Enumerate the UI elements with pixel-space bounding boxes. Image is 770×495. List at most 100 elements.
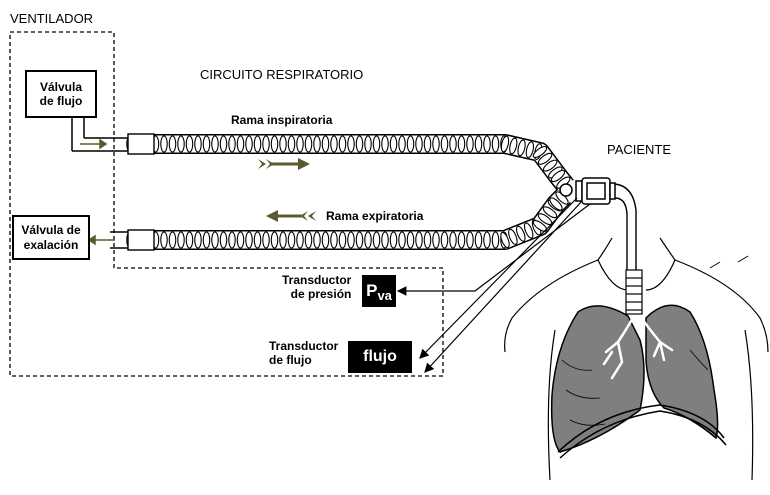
tube-ring: [398, 231, 406, 249]
tube-ring: [372, 231, 381, 249]
tube-ring: [474, 135, 483, 153]
tube-ring: [160, 135, 168, 153]
tube-ring: [372, 135, 381, 153]
tube-ring: [313, 231, 321, 249]
exhalation-valve-line-1: Válvula de: [21, 223, 81, 238]
tube-ring: [483, 231, 491, 249]
tube-ring: [423, 135, 432, 153]
tube-ring: [330, 231, 338, 249]
tube-ring: [440, 231, 449, 249]
pressure-sensor-main: P: [366, 281, 378, 300]
tube-ring: [296, 135, 304, 153]
tube-ring: [168, 135, 177, 153]
tube-ring: [457, 135, 466, 153]
tube-ring: [364, 135, 372, 153]
tube-ring: [542, 206, 558, 219]
tube-ring: [228, 135, 236, 153]
tube-ring: [466, 135, 474, 153]
flow-transducer-label: Transductor de flujo: [269, 339, 339, 368]
tube-ring: [491, 231, 500, 249]
tube-ring: [185, 135, 194, 153]
tube-ring: [330, 135, 338, 153]
tube-ring: [532, 145, 548, 159]
tube-ring: [321, 135, 330, 153]
tube-ring: [491, 135, 500, 153]
flow-valve-box: Válvula de flujo: [25, 70, 97, 118]
tube-ring: [160, 231, 168, 249]
flow-transducer-line-1: Transductor: [269, 339, 339, 353]
tube-ring: [279, 135, 287, 153]
tube-ring: [338, 135, 347, 153]
tube-ring: [313, 135, 321, 153]
right-lung: [550, 305, 645, 453]
tube-ring: [270, 231, 279, 249]
tube-ring: [202, 231, 211, 249]
tube-ring: [296, 231, 304, 249]
tube-ring: [202, 135, 211, 153]
tube-ring: [262, 231, 270, 249]
tube-ring: [509, 137, 518, 155]
tube-ring: [523, 222, 534, 239]
tube-connector: [127, 229, 155, 251]
flow-transducer-line-2: de flujo: [269, 352, 312, 367]
tube-connector: [127, 133, 155, 155]
tube-ring: [466, 231, 474, 249]
ventilator-label: VENTILADOR: [10, 11, 94, 26]
inspiratory-branch-label: Rama inspiratoria: [231, 113, 333, 127]
pressure-transducer-line-2: de presión: [290, 286, 352, 301]
tube-ring: [398, 135, 406, 153]
tube-ring: [532, 220, 548, 232]
tube-ring: [549, 197, 563, 211]
tube-ring: [304, 231, 313, 249]
tube-ring: [423, 231, 432, 249]
inspiratory-flow-arrow: [258, 158, 310, 170]
tube-ring: [245, 231, 253, 249]
small-flow-arrow-right: [80, 138, 108, 150]
tube-ring: [537, 152, 553, 165]
pressure-transducer-label: Transductor de presión: [282, 273, 352, 302]
tube-ring: [449, 231, 457, 249]
tube-ring: [550, 169, 566, 183]
tube-ring: [381, 135, 389, 153]
endotracheal-tube: [614, 183, 637, 270]
tube-ring: [262, 135, 270, 153]
circuit-label: CIRCUITO RESPIRATORIO: [200, 67, 364, 82]
tube-ring: [517, 139, 526, 157]
tube-ring: [483, 135, 491, 153]
tube-ring: [406, 231, 415, 249]
tube-ring: [364, 231, 372, 249]
tube-ring: [355, 135, 364, 153]
exhalation-valve-connector: [110, 231, 130, 249]
tube-ring: [432, 135, 440, 153]
tube-ring: [500, 135, 510, 153]
small-flow-arrow-left: [87, 234, 115, 246]
tube-ring: [321, 231, 330, 249]
tube-ring: [287, 135, 296, 153]
ventilator-boundary: [9, 31, 444, 377]
tube-ring: [245, 135, 253, 153]
tube-ring: [194, 231, 202, 249]
flow-valve-line-1: Válvula: [39, 79, 82, 94]
tube-ring: [525, 141, 535, 159]
flow-sensor: flujo: [348, 341, 412, 373]
tube-ring: [219, 231, 228, 249]
tube-ring: [253, 135, 262, 153]
tube-ring: [457, 231, 466, 249]
tube-ring: [270, 135, 279, 153]
y-piece: [559, 177, 616, 205]
tube-ring: [406, 135, 415, 153]
left-lung: [645, 304, 719, 440]
tube-ring: [389, 231, 398, 249]
expiratory-branch-label: Rama expiratoria: [326, 209, 424, 223]
tube-ring: [236, 135, 245, 153]
patient-torso: [504, 237, 769, 481]
tube-ring: [194, 135, 202, 153]
tube-ring: [415, 135, 423, 153]
tube-ring: [500, 231, 510, 249]
tube-ring: [219, 135, 228, 153]
pressure-sensor-sub: va: [377, 287, 392, 303]
tube-ring: [347, 231, 355, 249]
